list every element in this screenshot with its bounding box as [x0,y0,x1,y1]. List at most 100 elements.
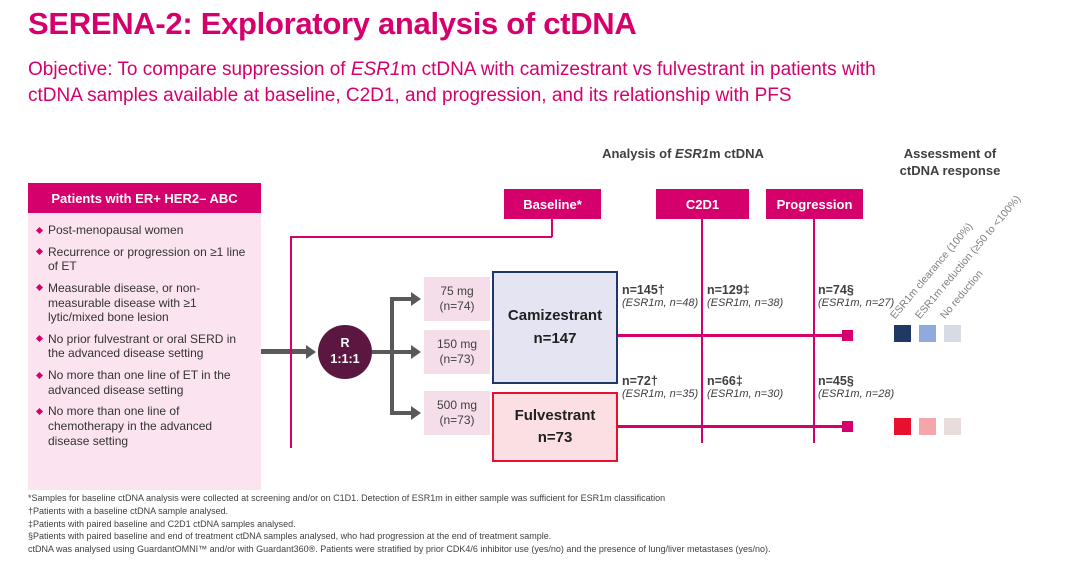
stat-fulvestrant-progression: n=45§ (ESR1m, n=28) [818,374,894,400]
criteria-text: No prior fulvestrant or oral SERD in the… [48,331,237,361]
stat-fulvestrant-c2d1: n=66‡ (ESR1m, n=30) [707,374,783,400]
stat-n: n=45§ [818,374,854,388]
swatch-fulvestrant-reduction [919,418,936,435]
camizestrant-progression-marker [842,330,853,341]
branch-arrowhead-75mg-icon [411,292,421,306]
objective-text: Objective: To compare suppression of ESR… [28,57,933,109]
stat-n: n=66‡ [707,374,743,388]
panel-to-r-arrow-line [261,349,307,354]
objective-gene: ESR1 [350,59,401,80]
bullet-icon [35,407,44,415]
bullet-icon [35,284,44,292]
criteria-item: Recurrence or progression on ≥1 line of … [35,244,252,274]
fulvestrant-progression-marker [842,421,853,432]
branch-stem-line [372,350,392,354]
swatch-camizestrant-clearance [894,325,911,342]
branch-arrowhead-500mg-icon [411,406,421,420]
stat-camizestrant-baseline: n=145† (ESR1m, n=48) [622,283,698,309]
branch-arrowhead-150mg-icon [411,345,421,359]
swatch-fulvestrant-clearance [894,418,911,435]
panel-to-r-arrowhead-icon [306,344,316,359]
stat-esr1m-n: (ESR1m, n=48) [622,297,699,309]
patients-panel-header: Patients with ER+ HER2– ABC [28,183,261,213]
dose-n: (n=73) [439,413,475,427]
dose-amount: 75 mg [440,284,474,298]
footnote-baseline: *Samples for baseline ctDNA analysis wer… [28,493,666,503]
timepoint-c2d1: C2D1 [656,189,749,219]
footnotes: *Samples for baseline ctDNA analysis wer… [28,492,1068,556]
analysis-header: Analysis of ESR1m ctDNA [553,146,813,161]
randomization-circle: R 1:1:1 [318,325,372,379]
branch-line-500mg [390,411,412,415]
stat-n: n=145† [622,283,665,297]
stat-esr1m-n: (ESR1m, n=28) [818,388,895,400]
dose-amount: 150 mg [436,337,478,351]
dose-n: (n=74) [439,299,475,313]
bullet-icon [35,335,44,343]
criteria-text: Recurrence or progression on ≥1 line of … [48,244,246,274]
swatch-camizestrant-reduction [919,325,936,342]
baseline-left-vertical-line [290,236,292,448]
criteria-item: No prior fulvestrant or oral SERD in the… [35,331,252,361]
fulvestrant-timeline-line [618,425,850,428]
assessment-header: Assessment of ctDNA response [899,146,1001,178]
randomization-r: R [340,336,350,351]
c2d1-vertical-line [701,219,703,443]
bullet-icon [35,371,44,379]
stat-n: n=129‡ [707,283,750,297]
footnote-dagger: †Patients with a baseline ctDNA sample a… [28,505,229,516]
swatch-camizestrant-no-reduction [944,325,961,342]
bullet-icon [35,226,44,234]
stat-n: n=74§ [818,283,854,297]
swatch-fulvestrant-no-reduction [944,418,961,435]
baseline-drop-line [551,219,553,237]
dose-box-150mg: 150 mg (n=73) [424,330,490,374]
stat-fulvestrant-baseline: n=72† (ESR1m, n=35) [622,374,698,400]
camizestrant-timeline-line [618,334,850,337]
randomization-ratio: 1:1:1 [330,352,360,366]
analysis-header-post: m ctDNA [709,146,764,161]
stat-camizestrant-c2d1: n=129‡ (ESR1m, n=38) [707,283,783,309]
criteria-item: Measurable disease, or non-measurable di… [35,280,252,325]
bullet-icon [35,248,44,256]
slide-title: SERENA-2: Exploratory analysis of ctDNA [28,6,637,41]
criteria-text: Measurable disease, or non-measurable di… [48,280,201,325]
dose-box-75mg: 75 mg (n=74) [424,277,490,321]
analysis-header-gene: ESR1 [675,146,710,161]
timepoint-progression: Progression [766,189,863,219]
arm-name: Camizestrant [507,307,603,324]
legend-label-reduction: ESR1m reduction (≥50 to <100%) [913,193,1024,322]
progression-vertical-line [813,219,815,443]
footnote-section: §Patients with paired baseline and end o… [28,531,552,542]
fulvestrant-arm-box: Fulvestrant n=73 [492,392,618,462]
branch-line-75mg [390,297,412,301]
stat-esr1m-n: (ESR1m, n=30) [707,388,784,400]
criteria-text: Post-menopausal women [48,223,184,237]
footnote-double-dagger: ‡Patients with paired baseline and C2D1 … [28,518,296,529]
patients-panel-body: Post-menopausal women Recurrence or prog… [28,213,261,490]
stat-esr1m-n: (ESR1m, n=27) [818,297,895,309]
criteria-text: No more than one line of chemotherapy in… [48,404,213,448]
stat-n: n=72† [622,374,658,388]
dose-amount: 500 mg [436,398,478,412]
baseline-horizontal-line [290,236,552,238]
objective-pre: Objective: To compare suppression of [28,59,351,80]
objective-post: m ctDNA with camizestrant vs fulvestrant… [28,59,876,107]
dose-box-500mg: 500 mg (n=73) [424,391,490,435]
stat-camizestrant-progression: n=74§ (ESR1m, n=27) [818,283,894,309]
criteria-item: Post-menopausal women [35,223,252,238]
branch-line-150mg [390,350,412,354]
criteria-item: No more than one line of ET in the advan… [35,368,252,397]
arm-n: n=73 [537,429,573,446]
analysis-header-pre: Analysis of [602,146,676,161]
timepoint-baseline: Baseline* [504,189,601,219]
criteria-text: No more than one line of ET in the advan… [48,368,231,397]
arm-name: Fulvestrant [514,406,596,424]
dose-n: (n=73) [439,352,475,366]
footnote-assay: ctDNA was analysed using GuardantOMNI™ a… [28,544,771,555]
criteria-item: No more than one line of chemotherapy in… [35,404,252,448]
stat-esr1m-n: (ESR1m, n=35) [622,388,699,400]
stat-esr1m-n: (ESR1m, n=38) [707,297,784,309]
arm-n: n=147 [533,329,577,347]
